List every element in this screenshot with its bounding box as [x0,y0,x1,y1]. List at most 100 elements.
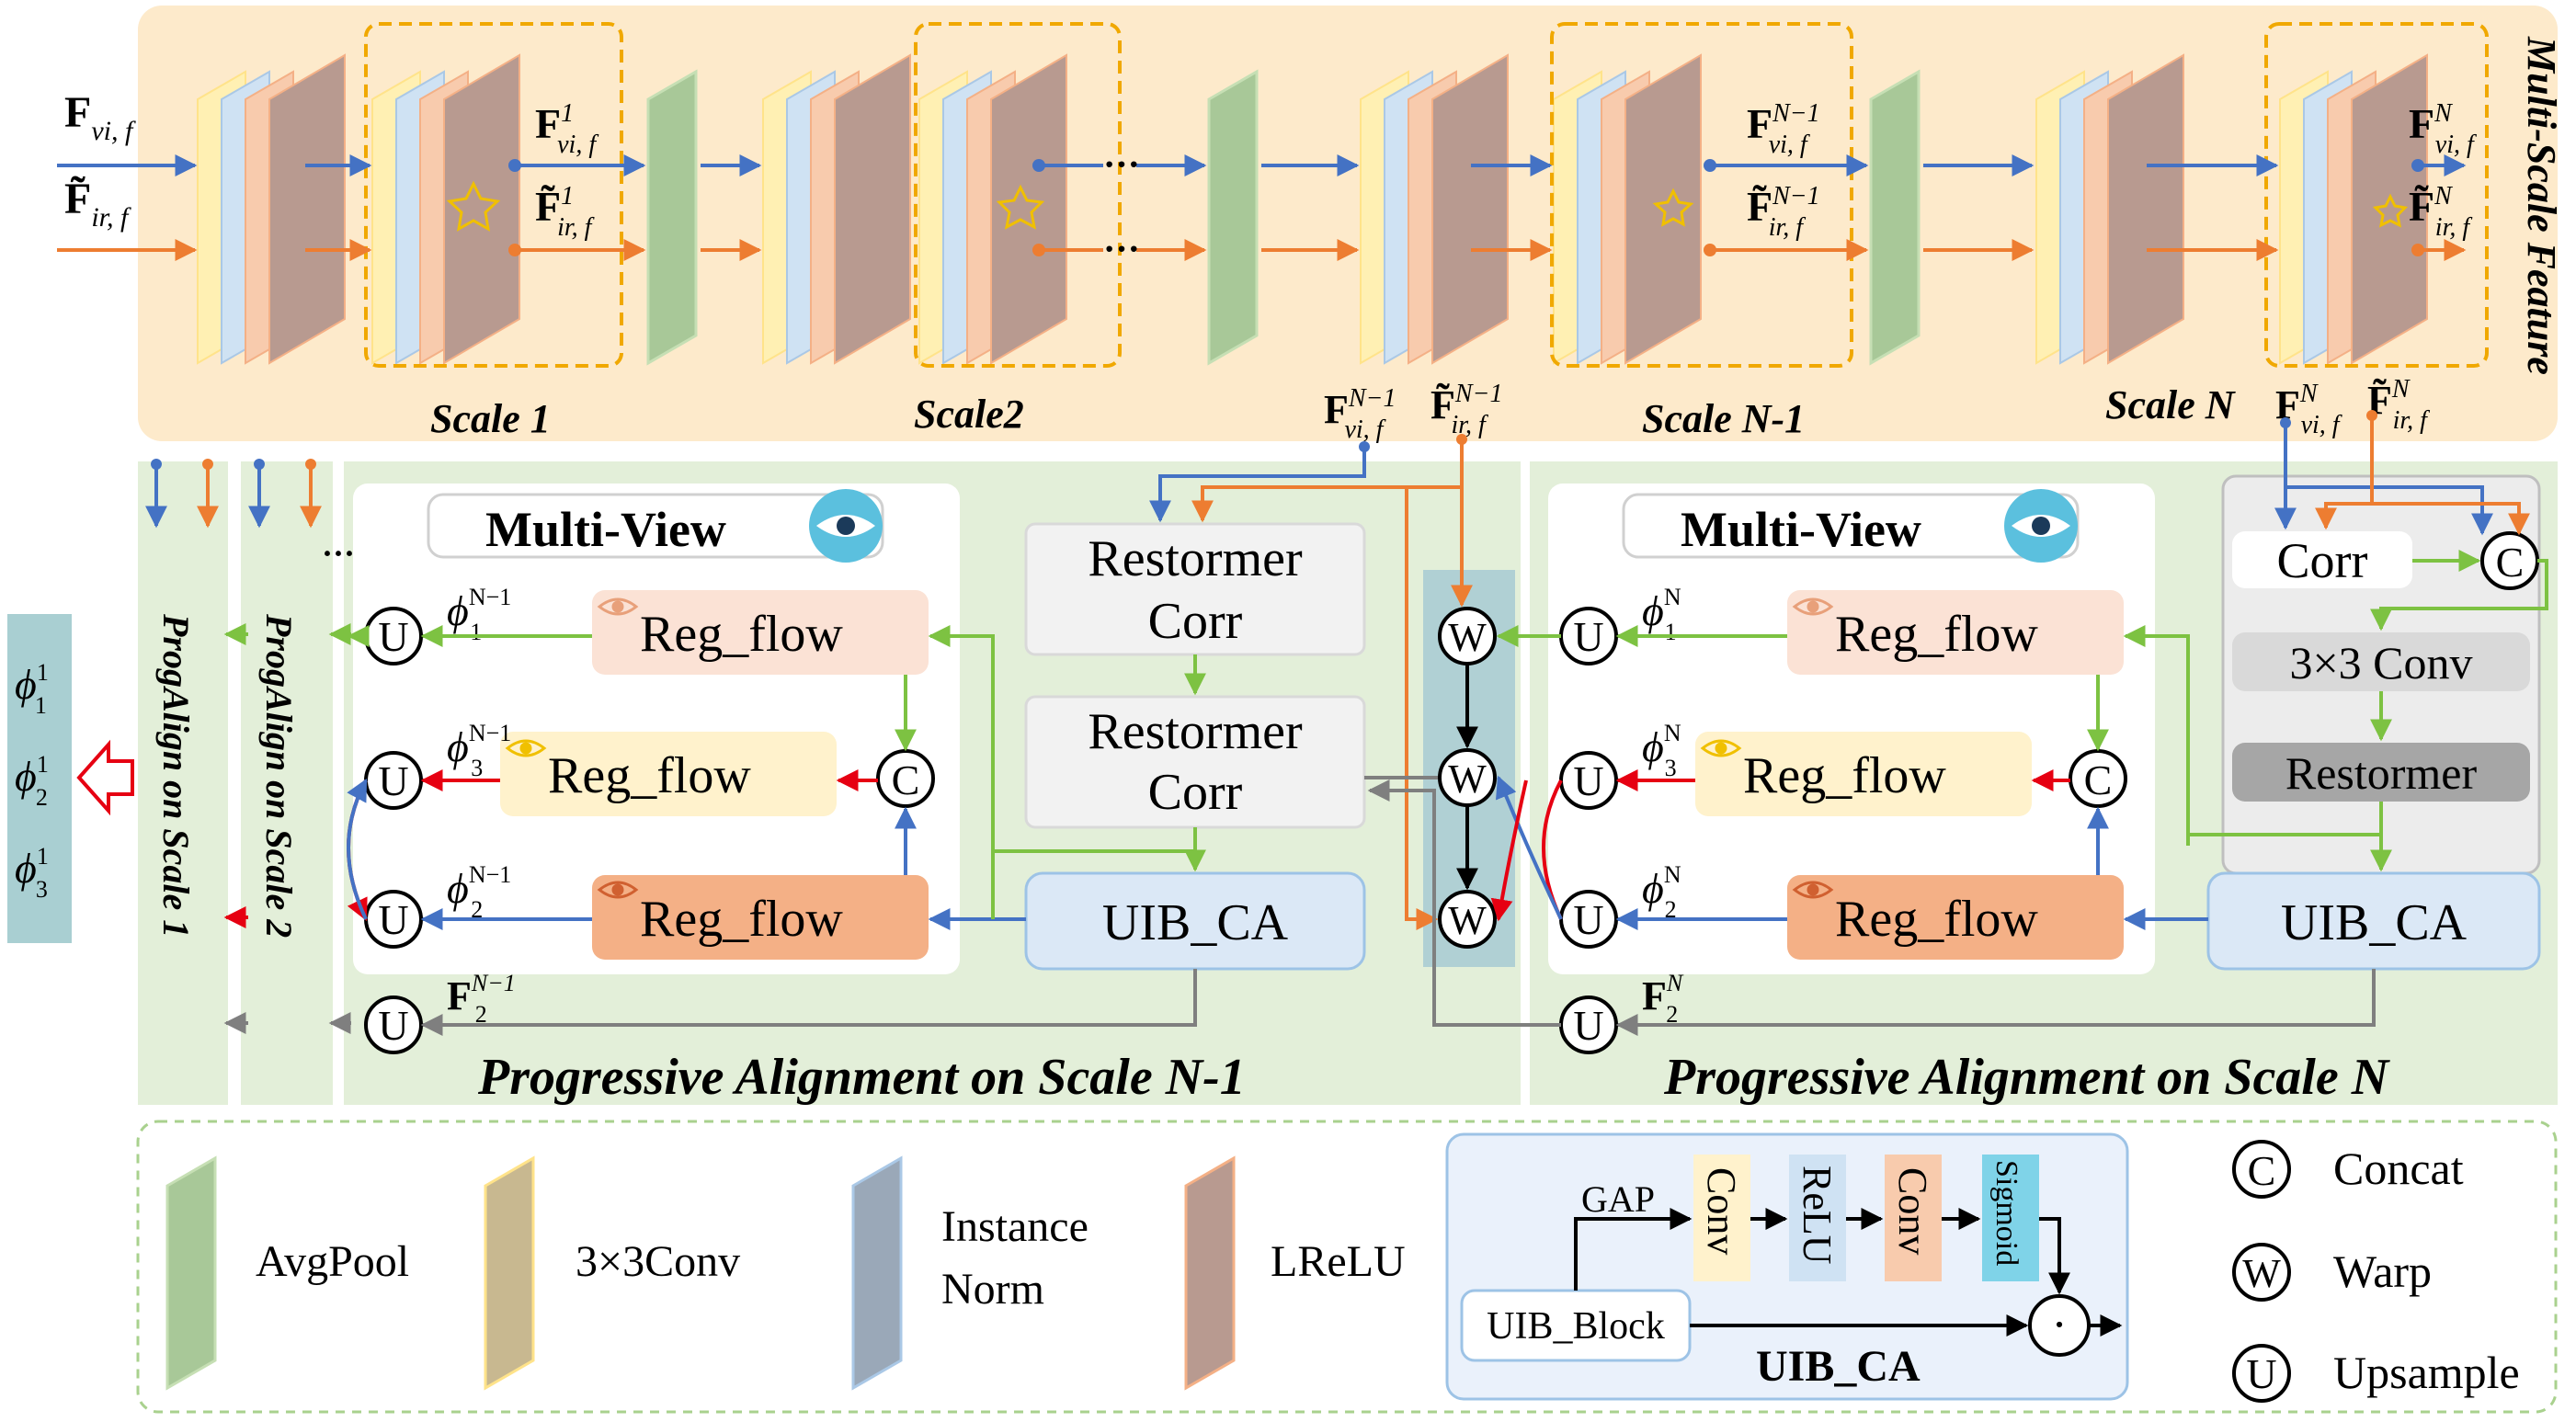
svg-text:W: W [1448,757,1487,802]
svg-text:U: U [2246,1350,2276,1397]
legend-warp-label: Warp [2333,1246,2432,1297]
eye-icon [1792,597,1834,616]
svg-text:U: U [1573,896,1603,943]
legend-lrelu-label: LReLU [1271,1237,1406,1286]
corr-box [2232,531,2412,588]
upsample-symbol: U [1559,890,1618,949]
scale-n-outline [2264,22,2489,368]
multi-view-label-n: Multi-View [1681,502,1921,557]
warp-symbol: W [1438,748,1497,807]
avgpool-block-3 [1869,69,1921,366]
final-output-arrow [76,739,134,816]
scale-2-outline [914,22,1122,368]
svg-text:W: W [2242,1251,2281,1296]
svg-text:Fvi, f: Fvi, f [64,88,136,146]
svg-text:W: W [1448,898,1487,943]
block-stack-6 [1553,53,1702,365]
reg-flow-box-n-2 [1695,732,2032,816]
uib-block-label: UIB_Block [1487,1305,1665,1348]
multi-scale-feature-panel [138,6,2558,441]
concat-symbol: C [2480,531,2539,590]
block-stack-3 [762,53,911,365]
panel-n-title: Progressive Alignment on Scale N [1663,1049,2391,1106]
block-stack-7 [2035,53,2184,365]
corr-label: Corr [2277,533,2368,588]
multiply-symbol: · [2028,1294,2091,1357]
reg-flow-label: Reg_flow [548,747,751,804]
reg-flow-label: Reg_flow [640,891,843,948]
eye-icon [597,881,639,899]
svg-text:C: C [2084,757,2113,803]
ellipsis-top-1: ··· [1103,143,1140,185]
block-stack-4 [918,53,1067,365]
reg-flow-box-n-1 [1787,590,2124,675]
legend-conv-icon [484,1155,535,1391]
legend-panel [136,1120,2558,1414]
eye-icon [597,597,639,616]
scale-2-label: Scale2 [914,392,1024,437]
legend-conv-label: 3×3Conv [576,1237,740,1286]
input-ir-label: F̃ir, f [64,175,131,233]
eye-icon [2004,489,2078,563]
scale-1-outline [364,22,623,368]
eye-icon [809,489,883,563]
upsample-symbol: U [364,607,423,665]
reg-flow-box-3 [592,875,929,960]
uib-conv-box-1 [1693,1155,1750,1281]
reg-flow-box-1 [592,590,929,675]
upsample-symbol: U [1559,751,1618,810]
tap-arrows-n [2274,410,2530,536]
uib-relu-box [1789,1155,1846,1281]
uib-sigmoid-box [1982,1155,2039,1281]
svg-text:F̃ir, f: F̃ir, f [64,175,131,233]
uib-ca-detail-title: UIB_CA [1756,1342,1921,1391]
star-icon [2372,193,2409,228]
svg-text:U: U [1573,757,1603,804]
input-vi-label: Fvi, f [64,88,136,146]
uib-ca-label-n: UIB_CA [2281,894,2468,951]
multi-scale-title: Multi-Scale Feature [2519,36,2564,375]
scale-n-label: Scale N [2105,382,2237,427]
upsample-symbol: U [364,751,423,810]
uib-relu-label: ReLU [1795,1166,1840,1265]
svg-text:U: U [378,613,408,660]
n-minus-1-arrows [347,625,1206,1036]
restormer-corr-1-line1: Restormer [1088,530,1303,587]
svg-text:U: U [378,757,408,804]
block-stack-5 [1360,53,1509,365]
restormer-corr-2-line1: Restormer [1088,703,1303,760]
eye-icon [1700,739,1742,757]
svg-text:·: · [2051,1299,2067,1351]
svg-text:C: C [2496,539,2525,586]
upsample-symbol: U [364,890,423,949]
legend-concat-symbol: C [2232,1140,2291,1199]
svg-text:U: U [1573,1002,1603,1049]
legend-norm-icon [851,1155,903,1391]
multi-view-label: Multi-View [485,502,726,557]
warp-arrows [1364,439,1478,930]
upsample-symbol: U [1559,607,1618,665]
concat-symbol: C [876,749,935,808]
prog-align-scale1-panel [138,461,228,1105]
avgpool-block-2 [1207,69,1259,366]
panel-n-minus-1-title: Progressive Alignment on Scale N-1 [477,1049,1246,1106]
scale-n-minus-1-label: Scale N-1 [1642,396,1805,441]
reg-flow-label: Reg_flow [1743,747,1946,804]
restormer-box [2232,743,2530,802]
block-stack-1 [197,53,346,365]
uib-ca-detail-gap: GAP [1581,1178,1655,1220]
uib-conv-box-2 [1885,1155,1942,1281]
block-stack-8 [2279,53,2428,365]
svg-text:U: U [1573,613,1603,660]
tap-dots [508,159,2424,256]
reg-flow-box-2 [500,732,837,816]
block-stack-2 [371,53,520,365]
upsample-symbol: U [1559,995,1618,1054]
conv-box [2232,632,2530,691]
star-icon [996,184,1045,230]
conv-label: 3×3 Conv [2289,637,2472,688]
uib-conv-label-1: Conv [1699,1167,1744,1255]
restormer-label: Restormer [2285,747,2478,799]
uib-ca-label: UIB_CA [1102,894,1289,951]
